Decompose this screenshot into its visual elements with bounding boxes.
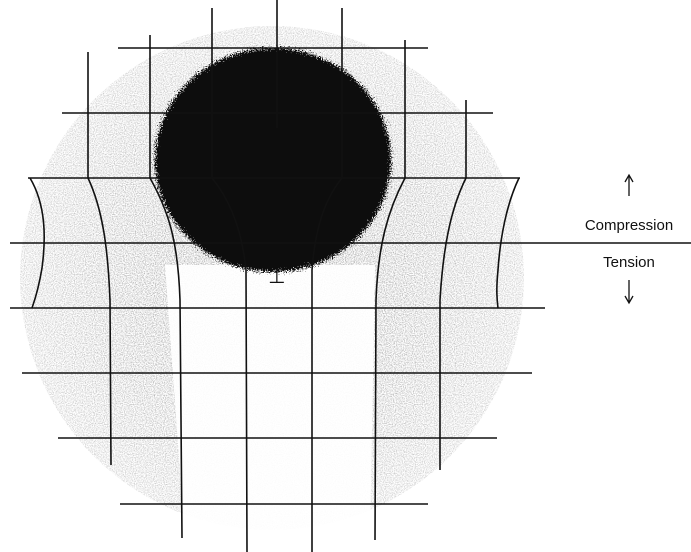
compression-core [155,48,391,272]
lattice-column-2 [87,52,112,466]
lattice-column-9 [496,177,520,309]
lattice-column-7 [374,40,406,541]
lattice-column-1 [29,177,45,309]
arrow-down-icon [624,280,634,305]
lattice-column-6 [311,8,343,552]
tension-label: Tension [603,254,655,271]
tension-clear-region [165,265,375,540]
lattice-column-3 [149,35,183,539]
dislocation-symbol: ⊥ [268,264,285,288]
compression-label: Compression [585,217,673,234]
stress-legend: Compression Tension [585,173,673,305]
vertical-lattice-lines [29,0,520,552]
lattice-column-8 [439,100,467,470]
lattice-column-4 [211,8,248,552]
arrow-up-icon [624,173,634,196]
